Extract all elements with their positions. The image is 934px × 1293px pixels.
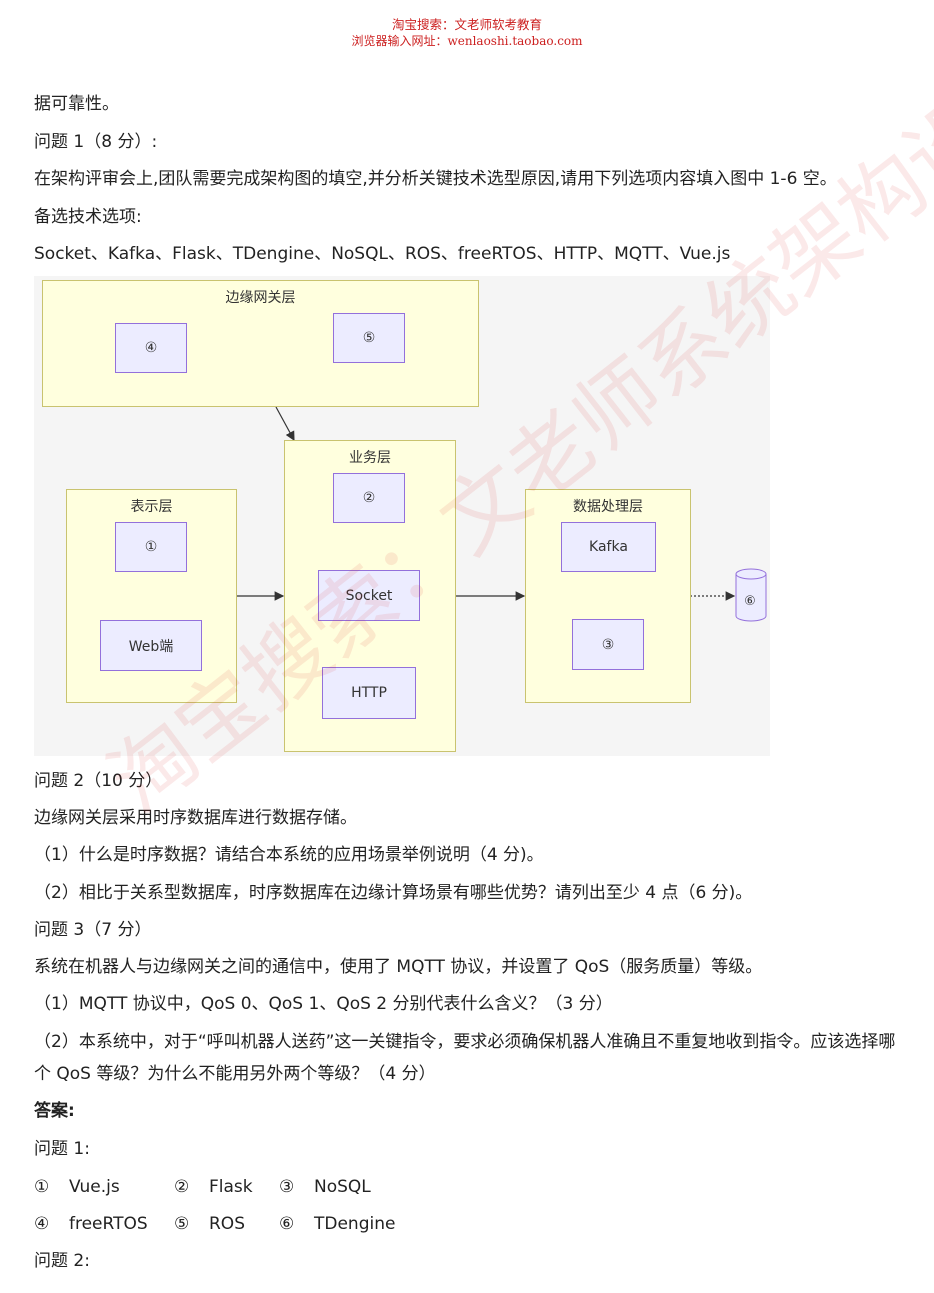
node-5: ⑤ [333,313,405,363]
diagram-connectors [236,406,767,622]
node-1: ① [115,522,187,572]
answer-num-1: ① [34,1177,50,1197]
node-2: ② [333,473,405,523]
presentation-layer-title: 表示层 [130,499,173,515]
architecture-diagram: 边缘网关层 业务层 表示层 数据处理层 ④ ⑤ ② Socket HTTP ① … [34,276,770,756]
question-2-text: 边缘网关层采用时序数据库进行数据存储。 [34,808,357,828]
answer-val-3: NoSQL [314,1177,371,1197]
answer-num-2: ② [174,1177,190,1197]
options-list: Socket、Kafka、Flask、TDengine、NoSQL、ROS、fr… [34,244,731,264]
answer-val-6: TDengine [314,1214,396,1234]
text-line: 据可靠性。 [34,94,119,114]
arrow-edge-to-business [275,406,295,442]
options-heading: 备选技术选项: [34,207,142,227]
edge-gateway-layer: 边缘网关层 [42,280,479,407]
node-socket: Socket [318,570,420,621]
question-2-item-2: （2）相比于关系型数据库，时序数据库在边缘计算场景有哪些优势？请列出至少 4 点… [34,883,753,903]
question-1-text: 在架构评审会上,团队需要完成架构图的填空,并分析关键技术选型原因,请用下列选项内… [34,169,837,189]
node-http: HTTP [322,667,416,719]
answer-val-2: Flask [209,1177,253,1197]
answer-val-5: ROS [209,1214,245,1234]
question-1-heading: 问题 1（8 分）: [34,132,158,152]
question-3-heading: 问题 3（7 分） [34,920,152,940]
answer-heading: 答案: [34,1101,75,1121]
question-2-heading: 问题 2（10 分） [34,771,163,791]
header-line-2: 浏览器输入网址：wenlaoshi.taobao.com [351,34,583,48]
data-processing-layer-title: 数据处理层 [573,499,643,515]
database-cylinder [735,568,767,622]
question-2-item-1: （1）什么是时序数据？请结合本系统的应用场景举例说明（4 分)。 [34,845,544,865]
header-line-1: 淘宝搜索：文老师软考教育 [391,17,542,32]
question-3-item-1: （1）MQTT 协议中，QoS 0、QoS 1、QoS 2 分别代表什么含义？（… [34,994,613,1014]
node-kafka: Kafka [561,522,656,572]
answer-val-1: Vue.js [69,1177,120,1197]
node-3: ③ [572,619,644,670]
question-3-text: 系统在机器人与边缘网关之间的通信中，使用了 MQTT 协议，并设置了 QoS（服… [34,957,763,977]
question-3-item-2: （2）本系统中，对于“呼叫机器人送药”这一关键指令，要求必须确保机器人准确且不重… [34,1032,896,1084]
business-layer-title: 业务层 [349,450,391,466]
answer-question-2: 问题 2: [34,1251,90,1271]
node-web: Web端 [100,620,202,671]
node-4: ④ [115,323,187,373]
answer-num-4: ④ [34,1214,50,1234]
node-6: ⑥ [744,594,756,609]
answer-num-3: ③ [279,1177,295,1197]
answer-val-4: freeRTOS [69,1214,148,1234]
answer-num-6: ⑥ [279,1214,295,1234]
edge-gateway-layer-title: 边缘网关层 [225,290,296,306]
answer-question-1: 问题 1: [34,1139,90,1159]
answer-num-5: ⑤ [174,1214,190,1234]
